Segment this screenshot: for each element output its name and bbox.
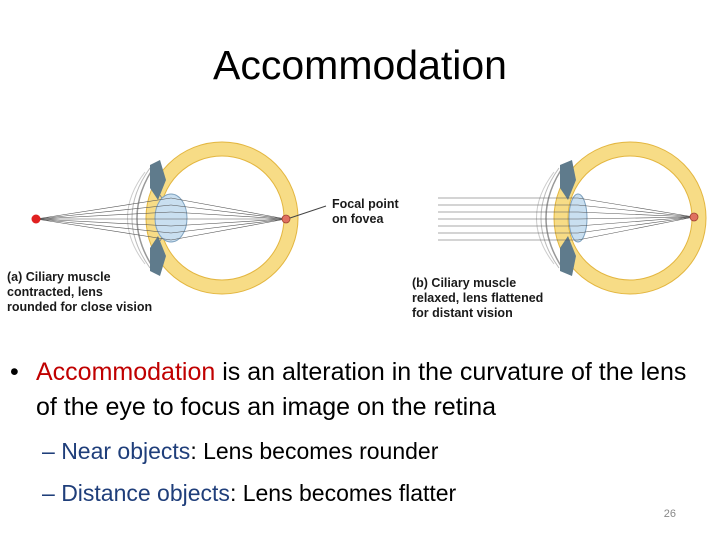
sub-item-term: Distance objects bbox=[61, 480, 230, 506]
sub-item-dash: – bbox=[42, 438, 62, 464]
page-number: 26 bbox=[663, 508, 676, 520]
bullet-rest: is an alteration in the curvature of the… bbox=[36, 358, 687, 421]
near-object-point bbox=[31, 214, 41, 224]
slide-title: Accommodation bbox=[213, 42, 507, 88]
panel-b-label-line3: for distant vision bbox=[412, 306, 513, 320]
eye-diagram-near bbox=[31, 141, 299, 295]
main-bullet: • Accommodation is an alteration in the … bbox=[10, 355, 710, 425]
ciliary-muscle-top-distant bbox=[560, 160, 576, 200]
sub-item-rest: Lens becomes rounder bbox=[196, 438, 439, 464]
panel-a-label-line1: (a) Ciliary muscle bbox=[7, 270, 111, 284]
bullet-text: Accommodation is an alteration in the cu… bbox=[36, 355, 710, 425]
accommodation-figure: Focal point on fovea (a) Ciliary muscle … bbox=[7, 141, 707, 320]
eye-diagram-distant bbox=[438, 141, 707, 295]
ciliary-muscle-bottom-near bbox=[150, 236, 166, 276]
panel-a-label-line3: rounded for close vision bbox=[7, 300, 152, 314]
lens-rounded bbox=[154, 193, 188, 243]
sub-item-near: – Near objects: Lens becomes rounder bbox=[42, 438, 438, 465]
sub-item-colon: : bbox=[190, 438, 197, 464]
sub-item-colon: : bbox=[229, 480, 237, 506]
focal-callout-line bbox=[289, 205, 327, 219]
sub-item-rest: Lens becomes flatter bbox=[236, 480, 457, 506]
bullet-term: Accommodation bbox=[36, 358, 216, 386]
panel-b-label-line2: relaxed, lens flattened bbox=[412, 291, 543, 305]
panel-b-label-line1: (b) Ciliary muscle bbox=[412, 276, 516, 290]
sub-item-term: Near objects bbox=[61, 438, 191, 464]
ciliary-muscle-top-near bbox=[150, 160, 166, 200]
focal-label-line1: Focal point bbox=[332, 197, 400, 211]
sub-item-dash: – bbox=[42, 480, 62, 506]
focal-label-line2: on fovea bbox=[332, 212, 384, 226]
lens-flattened bbox=[568, 193, 588, 243]
eyeball-distant bbox=[554, 142, 706, 294]
panel-a-label-line2: contracted, lens bbox=[7, 285, 103, 299]
focal-point-near bbox=[281, 214, 291, 224]
focal-point-distant bbox=[689, 212, 699, 222]
bullet-dot: • bbox=[10, 358, 19, 386]
ciliary-muscle-bottom-distant bbox=[560, 236, 576, 276]
sub-item-distance: – Distance objects: Lens becomes flatter bbox=[42, 480, 456, 507]
